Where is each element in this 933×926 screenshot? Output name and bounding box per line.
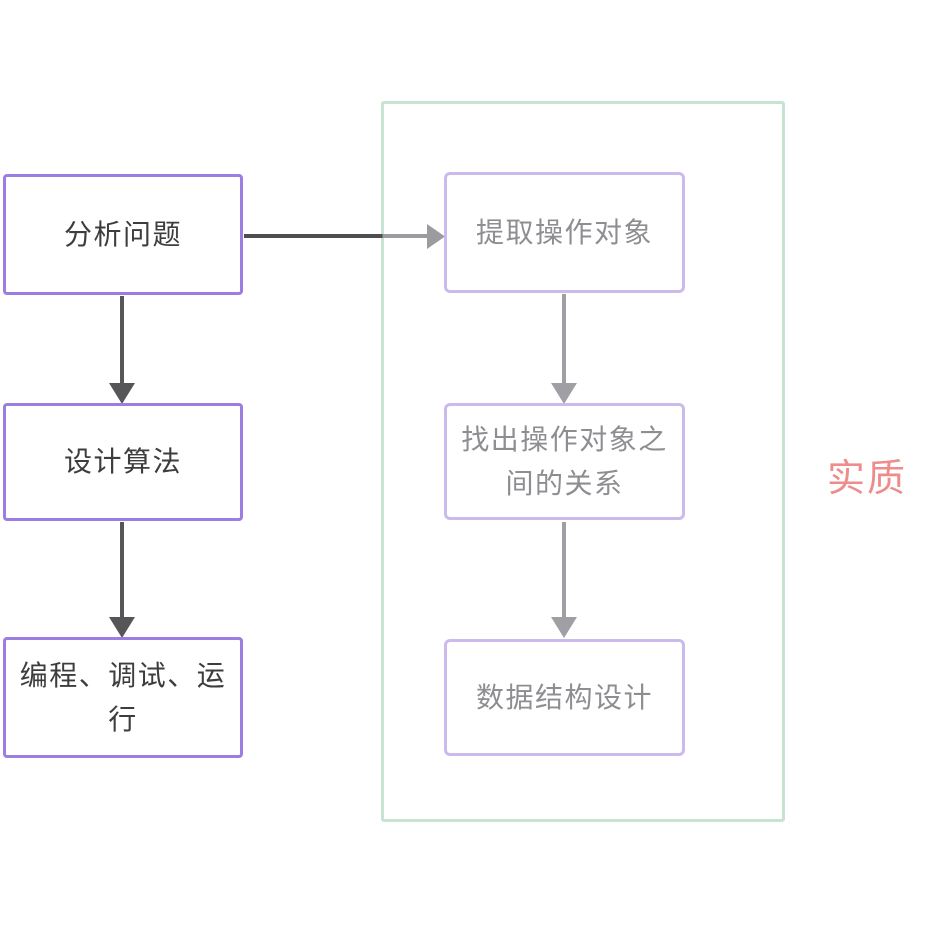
arrow-design-to-program xyxy=(109,522,135,638)
node-label: 编程、调试、运行 xyxy=(19,659,227,735)
node-data-structure-design: 数据结构设计 xyxy=(444,639,685,756)
arrowhead-down-icon xyxy=(551,617,577,638)
node-label: 设计算法 xyxy=(63,446,182,477)
arrow-analyze-to-design xyxy=(109,296,135,404)
essence-group-frame xyxy=(381,101,785,822)
node-label: 找出操作对象之间的关系 xyxy=(461,423,668,499)
arrow-extract-to-relations xyxy=(551,294,577,404)
node-label: 数据结构设计 xyxy=(475,681,653,713)
arrowhead-down-icon xyxy=(109,383,135,404)
arrowhead-down-icon xyxy=(551,383,577,404)
node-extract-objects: 提取操作对象 xyxy=(444,172,685,293)
arrowhead-right-icon xyxy=(427,224,445,249)
node-label: 分析问题 xyxy=(63,218,182,250)
node-object-relations: 找出操作对象之间的关系 xyxy=(444,403,685,520)
arrow-analyze-to-extract xyxy=(244,224,445,249)
arrowhead-down-icon xyxy=(109,617,135,638)
node-label: 提取操作对象 xyxy=(475,216,653,248)
node-analyze-problem: 分析问题 xyxy=(3,174,243,295)
essence-annotation-label: 实质 xyxy=(827,458,908,500)
arrow-relations-to-structure xyxy=(551,522,577,638)
node-design-algorithm: 设计算法 xyxy=(3,403,243,521)
node-program-debug-run: 编程、调试、运行 xyxy=(3,637,243,758)
